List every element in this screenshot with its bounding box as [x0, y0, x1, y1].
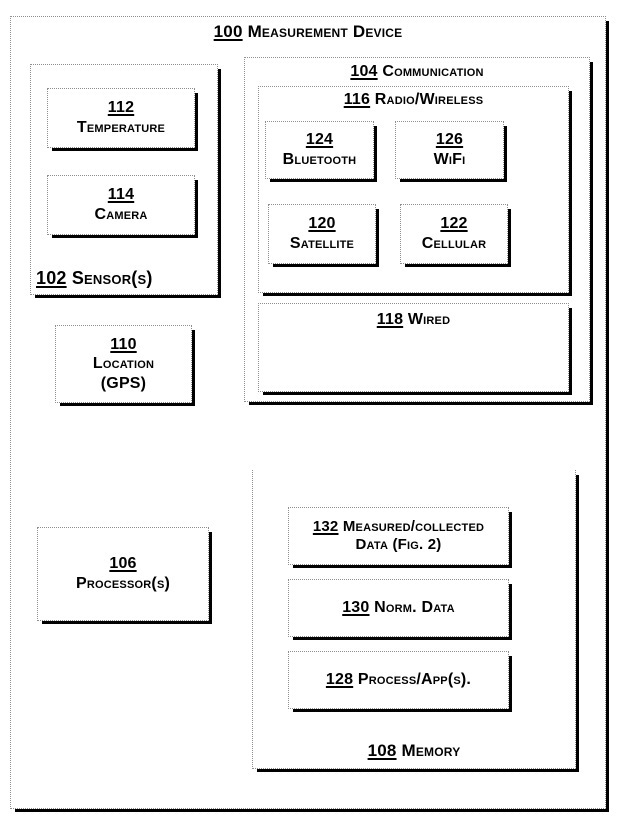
measured-data-ref-number: 132 [312, 517, 339, 535]
measurement-device-ref-number: 100 [213, 22, 243, 41]
wifi-ref-number: 126 [435, 131, 464, 149]
wired-box: 118 Wired [258, 303, 569, 392]
communication-box: 104 Communication 116 Radio/Wireless 124… [244, 57, 590, 402]
measured-data-box: 132 Measured/collected Data (Fig. 2) [288, 507, 509, 565]
temperature-box: 112 Temperature [47, 88, 195, 148]
camera-label: Camera [94, 206, 148, 223]
process-apps-label: Process/App(s). [357, 671, 472, 689]
communication-title: 104 Communication [245, 63, 589, 81]
norm-data-ref-number: 130 [342, 599, 370, 617]
radio-wireless-title: 116 Radio/Wireless [259, 91, 568, 109]
measured-data-label-line1: Measured/collected [342, 517, 485, 535]
sensors-box: 112 Temperature 114 Camera 102 Sensor(s) [30, 64, 218, 295]
processor-box: 106 Processor(s) [37, 527, 209, 621]
process-apps-box: 128 Process/App(s). [288, 651, 509, 709]
wifi-box: 126 WiFi [395, 121, 504, 179]
bluetooth-box: 124 Bluetooth [265, 121, 374, 179]
measured-data-label-line2: Data (Fig. 2) [355, 536, 442, 553]
processor-label: Processor(s) [75, 575, 171, 592]
location-ref-number: 110 [110, 335, 137, 353]
camera-ref-number: 114 [107, 186, 135, 204]
memory-title: 108 Memory [253, 741, 575, 761]
communication-ref-number: 104 [350, 63, 378, 80]
sensors-label: Sensor(s) [71, 268, 153, 288]
cellular-ref-number: 122 [440, 215, 468, 233]
location-box: 110 Location (GPS) [55, 325, 192, 403]
camera-box: 114 Camera [47, 175, 195, 235]
bluetooth-ref-number: 124 [305, 131, 334, 149]
satellite-label: Satellite [289, 235, 355, 252]
satellite-box: 120 Satellite [268, 204, 376, 264]
measurement-device-box: 100 Measurement Device 112 Temperature 1… [10, 16, 606, 809]
sensors-ref-number: 102 [36, 268, 67, 288]
memory-label: Memory [401, 741, 461, 760]
cellular-box: 122 Cellular [400, 204, 508, 264]
processor-ref-number: 106 [109, 555, 137, 573]
radio-wireless-label: Radio/Wireless [374, 91, 484, 108]
memory-ref-number: 108 [367, 741, 397, 760]
temperature-ref-number: 112 [107, 99, 135, 117]
process-apps-ref-number: 128 [325, 671, 354, 689]
wired-title: 118 Wired [259, 311, 568, 329]
wired-label: Wired [407, 311, 451, 328]
cellular-label: Cellular [421, 235, 487, 252]
memory-box: 132 Measured/collected Data (Fig. 2) 130… [252, 470, 576, 769]
wifi-label: WiFi [433, 151, 466, 168]
norm-data-box: 130 Norm. Data [288, 579, 509, 637]
location-sublabel: (GPS) [100, 374, 147, 392]
norm-data-label: Norm. Data [374, 599, 455, 617]
measurement-device-label: Measurement Device [247, 22, 403, 41]
wired-ref-number: 118 [376, 311, 404, 328]
sensors-title: 102 Sensor(s) [36, 268, 153, 289]
temperature-label: Temperature [76, 119, 166, 136]
measurement-device-title: 100 Measurement Device [11, 22, 605, 42]
satellite-ref-number: 120 [308, 215, 336, 233]
communication-label: Communication [382, 63, 484, 80]
radio-wireless-ref-number: 116 [343, 91, 371, 108]
radio-wireless-box: 116 Radio/Wireless 124 Bluetooth 126 WiF… [258, 86, 569, 293]
bluetooth-label: Bluetooth [282, 151, 357, 168]
location-label: Location [92, 355, 155, 373]
